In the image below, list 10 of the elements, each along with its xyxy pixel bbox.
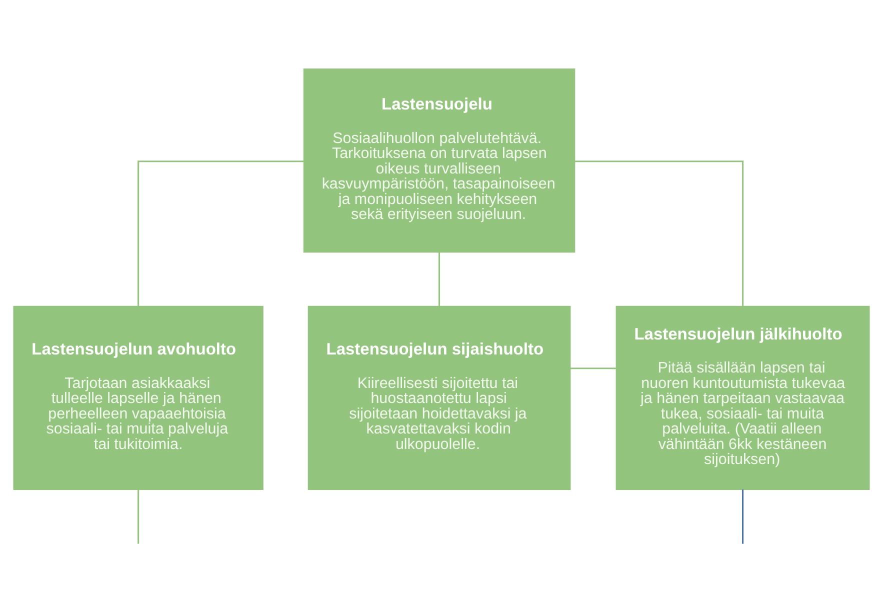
node-box: Lastensuojelun sijaishuolto Kiireellisesti sijoitettu tai huostaanotettu lapsi sijoitetaan hoidettavaksi ja kasvatettavaksi kodin ulkopuolelle. <box>308 305 571 490</box>
node-box: Lastensuojelu Sosiaalihuollon palvelutehtävä. Tarkoituksena on turvata lapsen oikeus turvalliseen kasvuympäristöön, tasapainoiseen ja monipuoliseen kehitykseen sekä erityiseen suojeluun. <box>303 68 576 252</box>
node-box: Lastensuojelun jälkihuolto Pitää sisällään lapsen tai nuoren kuntoutumista tukevaa ja hänen tarpeitaan vastaavaa tukea, sosiaali- tai muita palveluita. (Vaatii alleen vähintään 6kk kestäneen sijoituksen) <box>616 305 870 490</box>
connector <box>138 489 140 544</box>
connector <box>438 251 440 306</box>
connector <box>138 160 304 306</box>
connector <box>742 489 744 544</box>
node-box: Lastensuojelun avohuolto Tarjotaan asiakkaaksi tulleelle lapselle ja hänen perheelleen vapaaehtoisia sosiaali- tai muita palveluja tai tukitoimia. <box>13 305 264 490</box>
connector <box>570 367 616 369</box>
connector <box>574 160 744 306</box>
